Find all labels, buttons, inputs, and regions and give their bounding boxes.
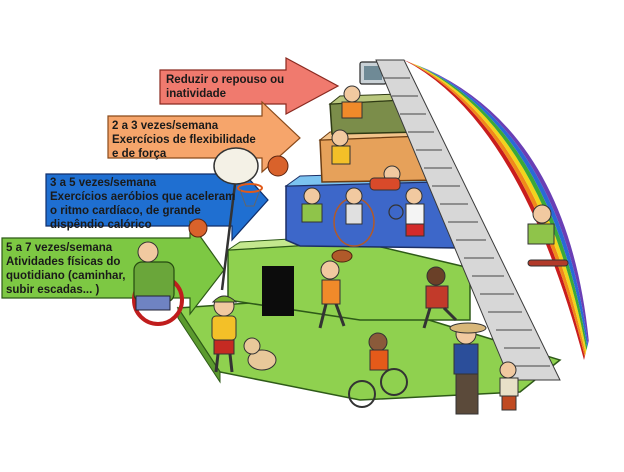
football-icon xyxy=(331,249,353,263)
person-resting xyxy=(341,85,363,119)
person-bicycle xyxy=(348,332,408,408)
level-4-label: 5 a 7 vezes/semana Atividades físicas do… xyxy=(6,241,125,297)
person-weights xyxy=(331,129,351,165)
ball-icon xyxy=(188,218,208,238)
level-2-label: 2 a 3 vezes/semana Exercícios de flexibi… xyxy=(112,119,256,161)
person-elder xyxy=(449,322,487,415)
level-2-line-1: Exercícios de flexibilidade xyxy=(112,134,256,146)
basketball-icon xyxy=(267,155,289,177)
person-child-flowers xyxy=(499,361,519,411)
person-stretching xyxy=(369,165,401,191)
level-4-line-2: quotidiano (caminhar, xyxy=(6,270,126,282)
level-4-frequency: 5 a 7 vezes/semana xyxy=(6,242,113,254)
level-1-frequency: Reduzir o repouso ou xyxy=(166,74,285,86)
level-2-line-2: e de força xyxy=(112,148,167,160)
level-3-frequency: 3 a 5 vezes/semana xyxy=(50,177,157,189)
doorway xyxy=(262,266,294,316)
person-runner-orange xyxy=(318,260,346,329)
person-tennis xyxy=(388,187,425,237)
person-runner-dark xyxy=(422,266,458,329)
person-sitting-blue xyxy=(301,187,323,223)
level-3-line-1: Exercícios aeróbios que aceleram xyxy=(50,191,236,203)
basketball-hoop-icon xyxy=(213,147,263,291)
person-jump-rope xyxy=(333,187,375,247)
level-3-line-2: o ritmo cardíaco, de grande xyxy=(50,205,201,217)
level-3-label: 3 a 5 vezes/semana Exercícios aeróbios q… xyxy=(50,176,235,232)
rainbow-slide xyxy=(404,60,589,360)
dog-icon xyxy=(243,337,277,371)
level-3-line-3: dispêndio calórico xyxy=(50,219,152,231)
level-1-label: Reduzir o repouso ou inatividade xyxy=(166,73,284,101)
person-boy-cap xyxy=(211,295,238,373)
level-4-line-3: subir escadas... ) xyxy=(6,284,100,296)
rainbow-band xyxy=(424,68,589,344)
person-skateboarder xyxy=(527,204,569,267)
level-4-line-1: Atividades físicas do xyxy=(6,256,121,268)
person-wheelchair xyxy=(132,241,184,326)
level-2-frequency: 2 a 3 vezes/semana xyxy=(112,120,219,132)
staircase xyxy=(375,59,561,381)
arrow-level-1 xyxy=(159,56,340,116)
level-1-line-1: inatividade xyxy=(166,88,227,100)
